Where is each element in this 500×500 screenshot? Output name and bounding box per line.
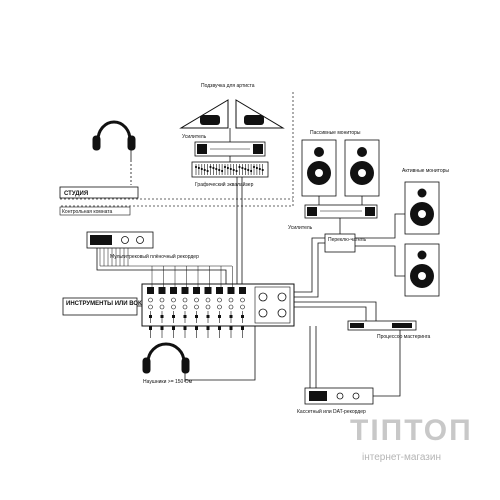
passive-monitors-label: Пассивные мониторы xyxy=(310,130,361,136)
control-room-label: Контрольная комната xyxy=(62,209,112,215)
active-monitor-bottom xyxy=(404,243,440,297)
active-monitors-label: Активные мониторы xyxy=(402,168,449,174)
cassette-label: Кассетный или DAT-рекордер xyxy=(297,408,366,415)
control-room-label-box: Контрольная комната xyxy=(59,206,131,216)
instruments-label-box: ИНСТРУМЕНТЫ ИЛИ ВОКАЛ xyxy=(62,297,150,316)
artist-monitor-wedges xyxy=(179,99,285,129)
cable-connections xyxy=(96,128,405,397)
cassette-dat-recorder xyxy=(304,387,374,405)
studio-label-box: СТУДИЯ xyxy=(59,186,139,199)
watermark-brand: ТІПТОП xyxy=(350,414,473,447)
graphic-equalizer xyxy=(191,161,269,178)
active-monitor-top xyxy=(404,181,440,235)
multitrack-label: Мультитрековый плёночный рекордер xyxy=(110,253,199,260)
studio-headphones-icon xyxy=(92,120,136,185)
mastering-processor xyxy=(347,320,417,331)
amplifier-top xyxy=(194,141,266,157)
headphones-label: Наушники >= 150 Ом xyxy=(143,379,193,385)
amplifier-top-label: Усилитель xyxy=(182,134,207,140)
watermark: ТІПТОП інтернет-магазин xyxy=(350,414,473,463)
amplifier-right-label: Усилитель xyxy=(288,225,313,231)
studio-label: СТУДИЯ xyxy=(64,191,88,197)
passive-monitor-left xyxy=(301,139,337,197)
monitor-switch: Переклю-чатель xyxy=(324,233,367,253)
amplifier-right xyxy=(304,204,378,219)
zone-boundaries xyxy=(60,92,294,207)
headphones-icon xyxy=(142,342,190,382)
graphic-eq-label: Графический эквалайзер xyxy=(195,181,254,188)
mixer-console xyxy=(141,283,295,338)
mastering-label: Процессор мастеринга xyxy=(377,334,431,340)
artist-monitors-label: Подзвучка для артиста xyxy=(201,83,255,89)
switch-label: Переклю-чатель xyxy=(328,237,367,243)
passive-monitor-right xyxy=(344,139,380,197)
instruments-label: ИНСТРУМЕНТЫ ИЛИ ВОКАЛ xyxy=(66,301,150,307)
watermark-subtitle: інтернет-магазин xyxy=(362,452,441,463)
multitrack-recorder xyxy=(86,231,154,249)
